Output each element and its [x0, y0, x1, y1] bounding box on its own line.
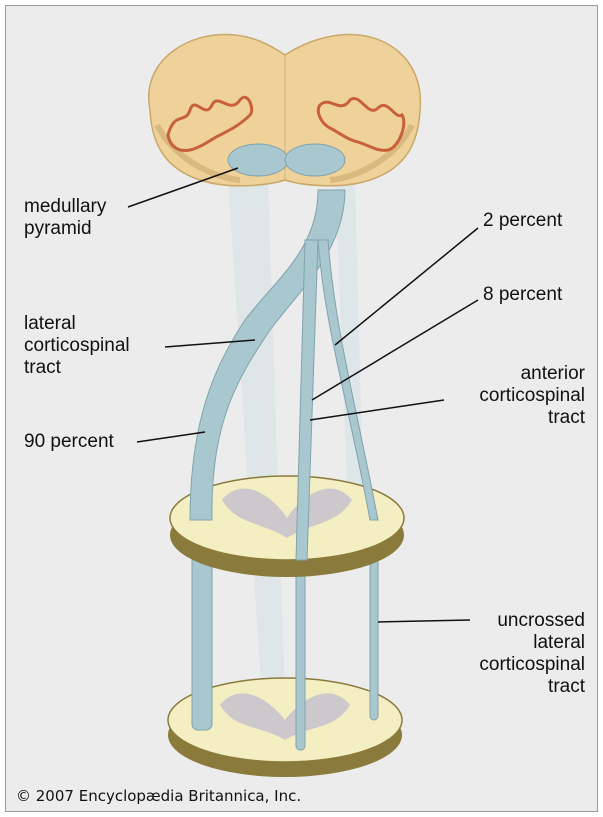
medulla — [149, 34, 421, 185]
leader-uncrossed-lateral — [378, 620, 470, 622]
label-lateral-corticospinal-tract: lateral corticospinal tract — [24, 313, 130, 379]
label-2-percent: 2 percent — [483, 210, 562, 232]
label-anterior-corticospinal-tract: anterior corticospinal tract — [479, 363, 585, 429]
copyright-credit: © 2007 Encyclopædia Britannica, Inc. — [16, 787, 301, 805]
leader-90-percent — [137, 432, 205, 442]
leader-medullary-pyramid — [128, 168, 238, 207]
label-medullary-pyramid: medullary pyramid — [24, 196, 106, 240]
pyramid-left — [228, 144, 288, 176]
label-uncrossed-lateral-corticospinal-tract: uncrossed lateral corticospinal tract — [479, 610, 585, 698]
label-8-percent: 8 percent — [483, 284, 562, 306]
pyramid-right — [285, 144, 345, 176]
label-90-percent: 90 percent — [24, 431, 114, 453]
leader-anterior-tract — [310, 400, 444, 420]
